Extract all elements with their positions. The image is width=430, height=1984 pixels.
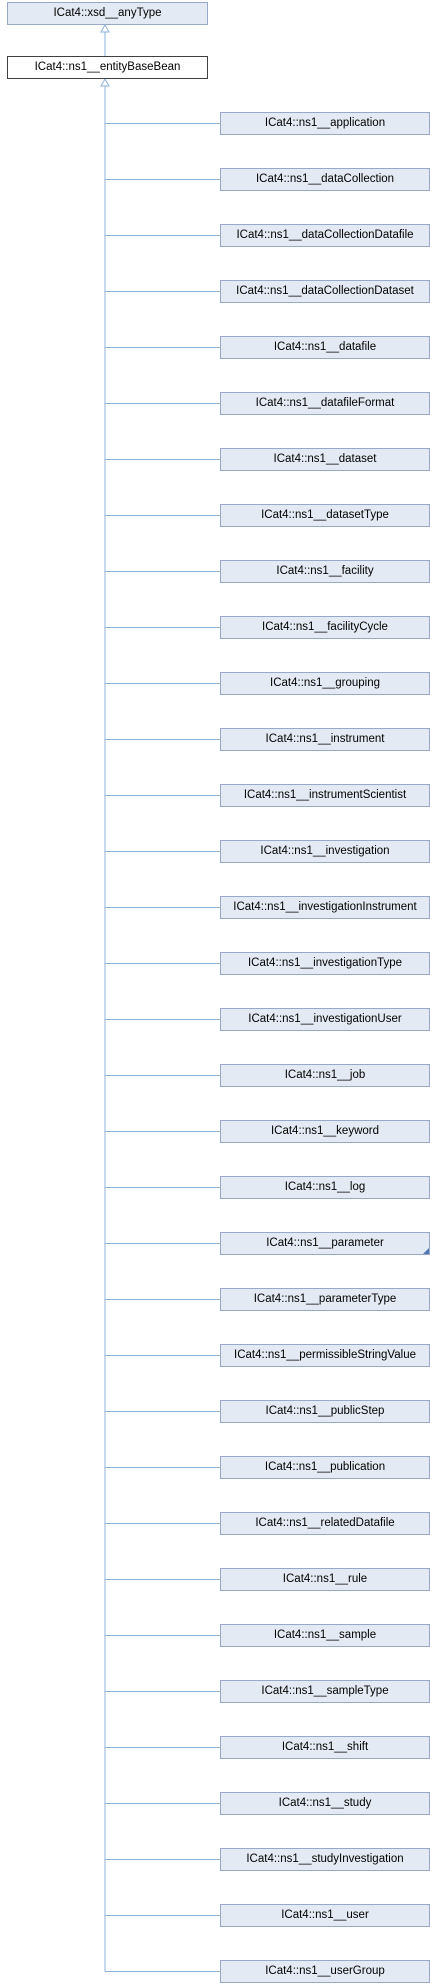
- derived-class-node[interactable]: ICat4::ns1__datasetType: [220, 504, 430, 527]
- derived-class-node[interactable]: ICat4::ns1__rule: [220, 1568, 430, 1591]
- derived-class-node[interactable]: ICat4::ns1__sampleType: [220, 1680, 430, 1703]
- derived-class-node[interactable]: ICat4::ns1__instrument: [220, 728, 430, 751]
- derived-class-node[interactable]: ICat4::ns1__grouping: [220, 672, 430, 695]
- derived-class-node[interactable]: ICat4::ns1__permissibleStringValue: [220, 1344, 430, 1367]
- derived-class-node[interactable]: ICat4::ns1__dataCollectionDatafile: [220, 224, 430, 247]
- derived-class-node[interactable]: ICat4::ns1__application: [220, 112, 430, 135]
- derived-class-label: ICat4::ns1__permissibleStringValue: [234, 1349, 416, 1361]
- derived-class-node[interactable]: ICat4::ns1__investigationType: [220, 952, 430, 975]
- derived-class-label: ICat4::ns1__investigationType: [247, 957, 403, 969]
- derived-class-label: ICat4::ns1__facilityCycle: [262, 621, 388, 633]
- derived-class-node[interactable]: ICat4::ns1__study: [220, 1792, 430, 1815]
- derived-class-node[interactable]: ICat4::ns1__publication: [220, 1456, 430, 1479]
- derived-class-node[interactable]: ICat4::ns1__shift: [220, 1736, 430, 1759]
- derived-class-label: ICat4::ns1__relatedDatafile: [255, 1517, 395, 1529]
- inheritance-arrow-base: [100, 23, 110, 33]
- derived-class-label: ICat4::ns1__rule: [282, 1573, 368, 1585]
- derived-class-node[interactable]: ICat4::ns1__facility: [220, 560, 430, 583]
- derived-class-node[interactable]: ICat4::ns1__parameter: [220, 1232, 430, 1255]
- inheritance-arrow-children: [100, 77, 110, 87]
- derived-class-node[interactable]: ICat4::ns1__investigationUser: [220, 1008, 430, 1031]
- derived-class-node[interactable]: ICat4::ns1__user: [220, 1904, 430, 1927]
- derived-class-label: ICat4::ns1__log: [284, 1181, 366, 1193]
- derived-class-label: ICat4::ns1__dataCollection: [255, 173, 395, 185]
- derived-class-label: ICat4::ns1__datafileFormat: [255, 397, 395, 409]
- derived-class-label: ICat4::ns1__job: [284, 1069, 366, 1081]
- derived-class-node[interactable]: ICat4::ns1__investigationInstrument: [220, 896, 430, 919]
- derived-class-label: ICat4::ns1__study: [278, 1797, 372, 1809]
- has-more-marker-icon: [423, 1248, 429, 1254]
- derived-class-label: ICat4::ns1__keyword: [270, 1125, 380, 1137]
- derived-class-label: ICat4::ns1__instrumentScientist: [243, 789, 407, 801]
- derived-class-label: ICat4::ns1__facility: [276, 565, 374, 577]
- derived-class-label: ICat4::ns1__userGroup: [265, 1965, 385, 1977]
- derived-class-label: ICat4::ns1__studyInvestigation: [246, 1853, 404, 1865]
- derived-class-node[interactable]: ICat4::ns1__log: [220, 1176, 430, 1199]
- derived-class-node[interactable]: ICat4::ns1__datafileFormat: [220, 392, 430, 415]
- derived-class-node[interactable]: ICat4::ns1__job: [220, 1064, 430, 1087]
- derived-class-label: ICat4::ns1__dataset: [273, 453, 377, 465]
- derived-class-label: ICat4::ns1__investigation: [260, 845, 390, 857]
- derived-class-label: ICat4::ns1__investigationUser: [248, 1013, 402, 1025]
- derived-class-node[interactable]: ICat4::ns1__studyInvestigation: [220, 1848, 430, 1871]
- derived-class-node[interactable]: ICat4::ns1__publicStep: [220, 1400, 430, 1423]
- derived-class-label: ICat4::ns1__investigationInstrument: [233, 901, 417, 913]
- derived-class-node[interactable]: ICat4::ns1__parameterType: [220, 1288, 430, 1311]
- derived-class-label: ICat4::ns1__parameterType: [253, 1293, 397, 1305]
- derived-class-node[interactable]: ICat4::ns1__dataCollectionDataset: [220, 280, 430, 303]
- derived-class-node[interactable]: ICat4::ns1__keyword: [220, 1120, 430, 1143]
- base-class-node[interactable]: ICat4::xsd__anyType: [7, 2, 208, 25]
- derived-class-label: ICat4::ns1__parameter: [266, 1237, 384, 1249]
- derived-class-label: ICat4::ns1__instrument: [265, 733, 385, 745]
- derived-class-label: ICat4::ns1__user: [281, 1909, 369, 1921]
- derived-class-label: ICat4::ns1__application: [264, 117, 386, 129]
- derived-class-label: ICat4::ns1__datafile: [273, 341, 377, 353]
- derived-class-label: ICat4::ns1__publication: [264, 1461, 386, 1473]
- derived-class-node[interactable]: ICat4::ns1__userGroup: [220, 1960, 430, 1983]
- derived-class-node[interactable]: ICat4::ns1__dataCollection: [220, 168, 430, 191]
- derived-class-node[interactable]: ICat4::ns1__sample: [220, 1624, 430, 1647]
- derived-class-node[interactable]: ICat4::ns1__investigation: [220, 840, 430, 863]
- derived-class-node[interactable]: ICat4::ns1__datafile: [220, 336, 430, 359]
- derived-class-label: ICat4::ns1__sample: [273, 1629, 377, 1641]
- derived-class-label: ICat4::ns1__dataCollectionDatafile: [236, 229, 414, 241]
- derived-class-label: ICat4::ns1__grouping: [270, 677, 380, 689]
- derived-class-label: ICat4::ns1__sampleType: [261, 1685, 389, 1697]
- current-class-node: ICat4::ns1__entityBaseBean: [7, 56, 208, 79]
- derived-class-label: ICat4::ns1__datasetType: [261, 509, 389, 521]
- derived-class-label: ICat4::ns1__shift: [281, 1741, 369, 1753]
- derived-class-label: ICat4::ns1__publicStep: [265, 1405, 385, 1417]
- derived-class-node[interactable]: ICat4::ns1__dataset: [220, 448, 430, 471]
- derived-class-node[interactable]: ICat4::ns1__instrumentScientist: [220, 784, 430, 807]
- derived-class-node[interactable]: ICat4::ns1__relatedDatafile: [220, 1512, 430, 1535]
- derived-class-label: ICat4::ns1__dataCollectionDataset: [236, 285, 414, 297]
- derived-class-node[interactable]: ICat4::ns1__facilityCycle: [220, 616, 430, 639]
